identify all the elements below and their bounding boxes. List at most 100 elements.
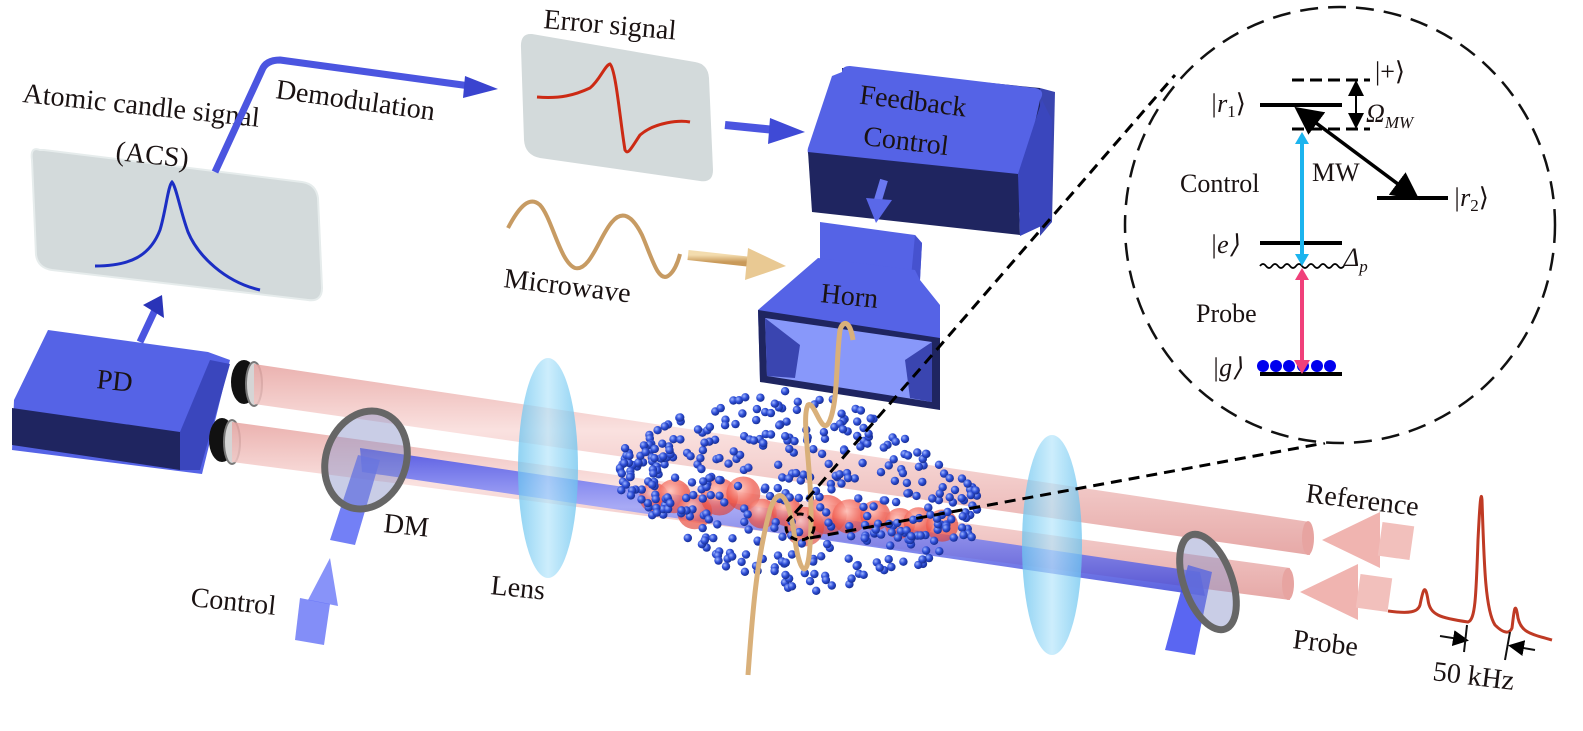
atom bbox=[938, 483, 947, 492]
microwave-to-horn-arrow bbox=[687, 250, 753, 267]
atom bbox=[641, 447, 650, 457]
atom bbox=[967, 532, 976, 542]
atom bbox=[766, 408, 776, 418]
atom bbox=[879, 443, 888, 452]
atom bbox=[735, 450, 745, 460]
atom bbox=[887, 562, 896, 572]
atom bbox=[869, 502, 878, 511]
atom bbox=[756, 393, 765, 402]
atom bbox=[898, 468, 908, 478]
pd-to-acs-arrow bbox=[136, 308, 159, 344]
control-exit-beam bbox=[1165, 565, 1212, 655]
probe-spectrum-curve bbox=[1387, 494, 1553, 642]
atom bbox=[715, 475, 724, 485]
atom bbox=[921, 449, 931, 458]
atom bbox=[799, 470, 808, 479]
atom bbox=[893, 533, 903, 542]
atom bbox=[914, 462, 924, 471]
atom bbox=[773, 551, 783, 560]
atom bbox=[653, 426, 662, 435]
atom bbox=[728, 534, 737, 543]
atom bbox=[887, 528, 896, 537]
atom bbox=[797, 539, 806, 548]
acs-title-label: Atomic candle signal bbox=[21, 78, 261, 134]
atom bbox=[900, 434, 910, 444]
atom bbox=[822, 508, 831, 517]
microwave-wire bbox=[745, 320, 856, 676]
atom bbox=[858, 458, 867, 468]
atom bbox=[729, 447, 738, 456]
atom bbox=[658, 439, 667, 448]
horn-antenna[interactable] bbox=[758, 222, 940, 410]
atom bbox=[963, 479, 972, 488]
atom bbox=[890, 476, 900, 486]
acs-lorentzian-curve bbox=[94, 179, 261, 292]
atom bbox=[784, 474, 794, 483]
atom bbox=[625, 451, 634, 460]
atom bbox=[880, 496, 890, 505]
atom bbox=[731, 419, 740, 429]
atom bbox=[770, 399, 779, 408]
atom bbox=[853, 417, 862, 426]
error-to-feedback-arrowhead bbox=[768, 118, 805, 144]
atom bbox=[765, 491, 775, 501]
atom bbox=[891, 437, 900, 446]
atom bbox=[637, 495, 646, 504]
atom bbox=[846, 532, 856, 541]
atom bbox=[682, 493, 691, 503]
atom bbox=[759, 439, 768, 448]
atom bbox=[766, 430, 776, 439]
atom bbox=[639, 441, 649, 450]
atom bbox=[741, 550, 751, 559]
atom bbox=[715, 453, 724, 463]
atom bbox=[696, 454, 705, 463]
atom bbox=[886, 541, 895, 550]
feedback-control-box[interactable] bbox=[807, 66, 1055, 236]
atom bbox=[942, 524, 951, 533]
atom bbox=[782, 417, 791, 426]
atom bbox=[884, 555, 893, 564]
atom bbox=[781, 558, 790, 567]
atom bbox=[812, 586, 821, 595]
atom bbox=[856, 442, 865, 451]
r1-state-label: |r1⟩ bbox=[1210, 89, 1246, 121]
atom bbox=[749, 436, 759, 445]
atom bbox=[773, 483, 782, 493]
atom bbox=[781, 432, 790, 441]
atom bbox=[683, 533, 692, 543]
atom bbox=[738, 409, 747, 418]
atom bbox=[824, 518, 833, 527]
atom bbox=[913, 448, 922, 457]
atom bbox=[876, 468, 886, 477]
horn-label: Horn bbox=[819, 278, 879, 315]
zoom-circle bbox=[1123, 5, 1557, 445]
atom bbox=[859, 502, 868, 512]
photodetector-box[interactable] bbox=[12, 330, 230, 474]
atom bbox=[724, 459, 733, 468]
atom bbox=[720, 421, 730, 430]
plus-state-label: |+⟩ bbox=[1375, 57, 1405, 86]
feedback-to-horn-arrow bbox=[874, 178, 888, 202]
zoom-line-lower bbox=[809, 441, 1326, 540]
probe-input-arrow bbox=[1300, 564, 1393, 620]
atom bbox=[959, 530, 968, 540]
atom bbox=[626, 491, 636, 500]
control-transition-label: Control bbox=[1180, 169, 1259, 198]
atom bbox=[934, 496, 944, 505]
atom bbox=[677, 506, 686, 515]
atom bbox=[744, 463, 753, 472]
atom bbox=[650, 454, 659, 463]
atom bbox=[929, 536, 939, 545]
atom bbox=[753, 536, 762, 545]
atom bbox=[817, 552, 826, 561]
atom bbox=[793, 397, 802, 406]
atom bbox=[835, 470, 844, 479]
control-input-beam bbox=[330, 455, 380, 545]
mw-transition-arrow bbox=[1294, 106, 1420, 201]
atom bbox=[666, 499, 675, 508]
atom bbox=[819, 428, 829, 437]
g-state-label: |g⟩ bbox=[1212, 353, 1242, 382]
atom bbox=[949, 533, 958, 542]
atom bbox=[845, 522, 854, 531]
